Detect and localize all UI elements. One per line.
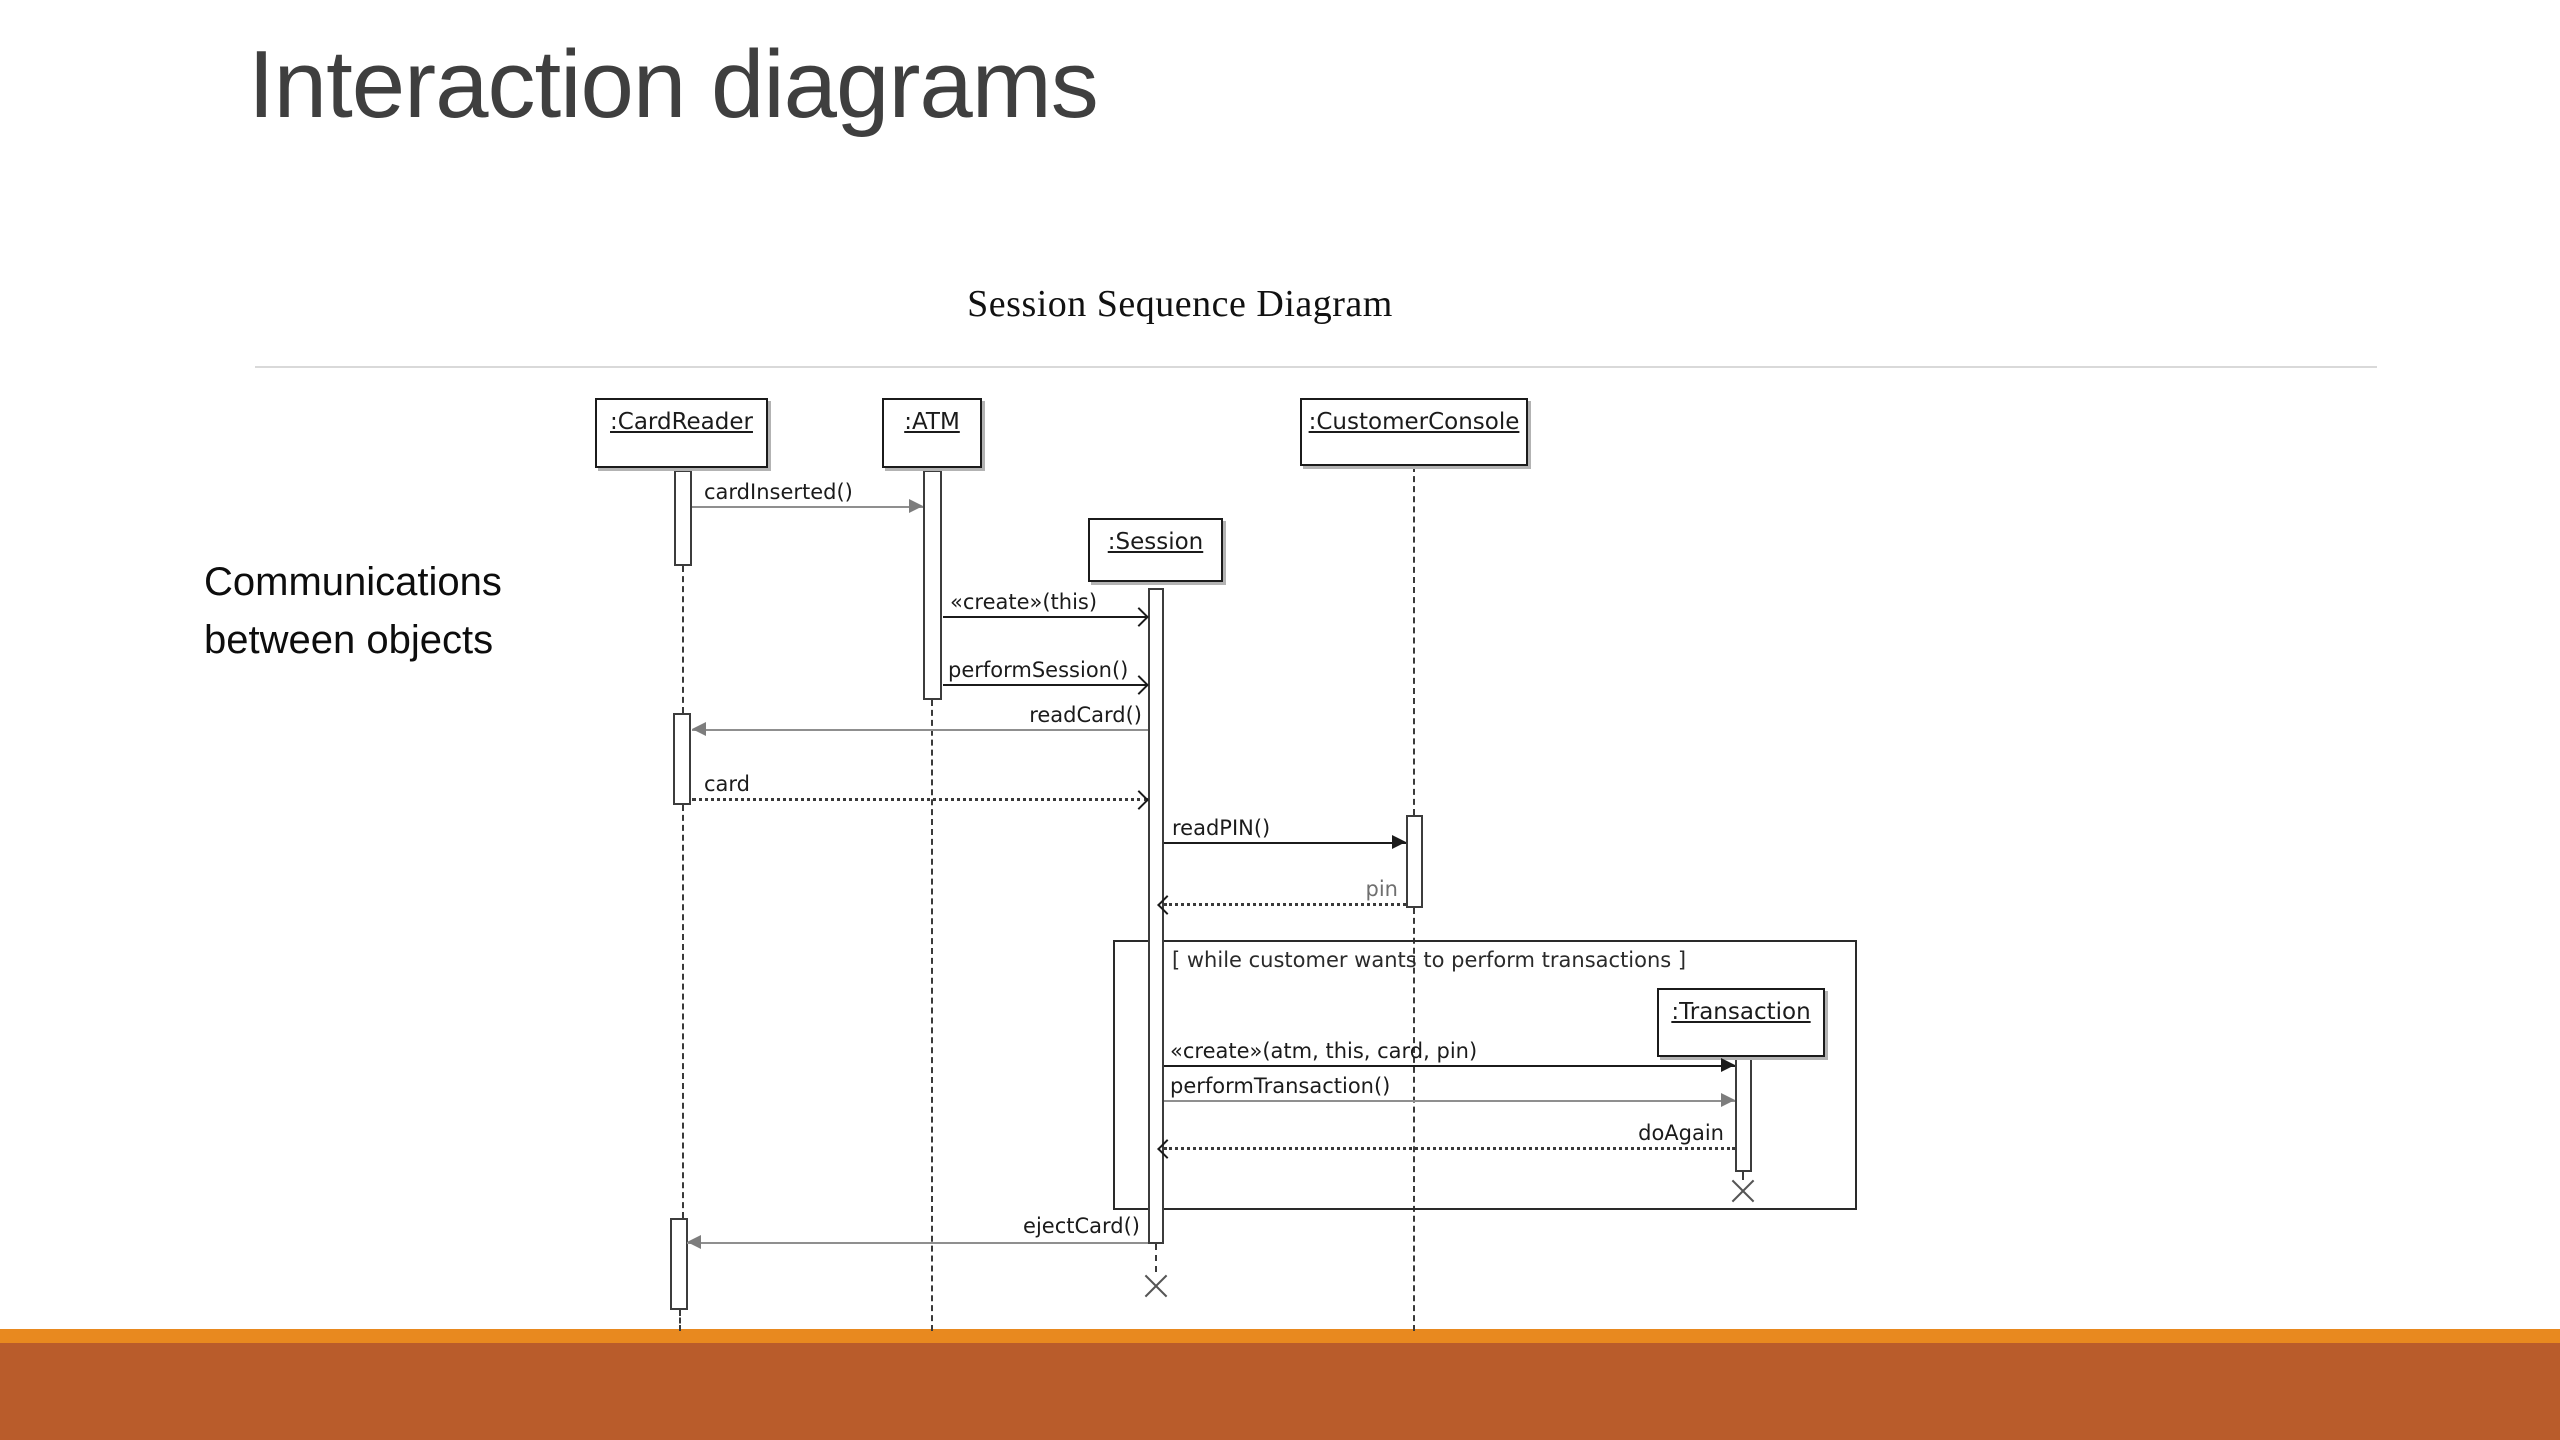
loop-frame — [1113, 940, 1857, 1210]
activation-cardreader-3 — [670, 1218, 688, 1310]
side-note: Communications between objects — [204, 553, 624, 669]
message-line-pin-return — [1164, 903, 1406, 906]
message-label: pin — [1365, 877, 1398, 901]
arrowhead-icon — [687, 1235, 701, 1249]
activation-cardreader-1 — [674, 470, 692, 566]
object-label-customerconsole: :CustomerConsole — [1308, 409, 1520, 435]
message-line-doagain-return — [1164, 1147, 1735, 1150]
object-box-cardreader: :CardReader — [595, 398, 768, 468]
activation-customerconsole — [1406, 815, 1423, 908]
object-box-transaction: :Transaction — [1657, 988, 1825, 1057]
side-note-line1: Communications — [204, 560, 502, 604]
arrowhead-icon — [909, 499, 923, 513]
divider-line — [255, 366, 2377, 368]
lifeline-cardreader — [679, 1310, 681, 1331]
lifeline-customerconsole — [1413, 908, 1415, 1331]
message-label: readPIN() — [1172, 816, 1271, 840]
page-title: Interaction diagrams — [248, 31, 1099, 138]
activation-cardreader-2 — [673, 713, 691, 805]
object-box-customerconsole: :CustomerConsole — [1300, 398, 1528, 466]
arrowhead-icon — [1392, 835, 1406, 849]
lifeline-session — [1155, 1244, 1157, 1272]
object-label-cardreader: :CardReader — [610, 409, 753, 435]
message-label: performSession() — [948, 658, 1129, 682]
message-line-readpin — [1164, 842, 1406, 844]
lifeline-cardreader — [682, 805, 684, 1218]
message-label: ejectCard() — [1023, 1214, 1140, 1238]
message-label: performTransaction() — [1170, 1074, 1391, 1098]
lifeline-customerconsole — [1413, 466, 1415, 815]
message-label: «create»(atm, this, card, pin) — [1170, 1039, 1478, 1063]
loop-condition: [ while customer wants to perform transa… — [1172, 948, 1687, 972]
arrowhead-icon — [1721, 1058, 1735, 1072]
lifeline-cardreader — [682, 566, 684, 713]
message-line-performtransaction — [1164, 1100, 1735, 1102]
accent-bar-bottom — [0, 1343, 2560, 1440]
destroy-x-icon-transaction — [1728, 1176, 1758, 1206]
accent-bar-top — [0, 1329, 2560, 1343]
arrowhead-icon — [1129, 607, 1149, 627]
object-label-atm: :ATM — [904, 409, 960, 435]
arrowhead-icon — [692, 722, 706, 736]
diagram-title: Session Sequence Diagram — [967, 283, 1393, 325]
activation-transaction — [1735, 1058, 1752, 1172]
side-note-line2: between objects — [204, 618, 494, 662]
message-label: card — [704, 772, 751, 796]
message-line-ejectcard — [687, 1242, 1148, 1244]
object-label-transaction: :Transaction — [1671, 999, 1811, 1025]
destroy-x-icon-session — [1141, 1271, 1171, 1301]
message-line-card-return — [692, 798, 1148, 801]
arrowhead-icon — [1129, 790, 1149, 810]
message-label: cardInserted() — [704, 480, 853, 504]
message-line-readcard — [692, 729, 1148, 731]
message-label: readCard() — [1029, 703, 1142, 727]
arrowhead-icon — [1721, 1093, 1735, 1107]
message-line-performsession — [943, 684, 1148, 686]
activation-session — [1148, 588, 1164, 1244]
activation-atm — [923, 470, 942, 700]
message-line-cardinserted — [692, 506, 923, 508]
message-line-create-transaction — [1164, 1065, 1735, 1067]
object-box-session: :Session — [1088, 518, 1223, 582]
object-box-atm: :ATM — [882, 398, 982, 468]
message-label: doAgain — [1638, 1121, 1724, 1145]
arrowhead-icon — [1129, 675, 1149, 695]
lifeline-atm — [931, 700, 933, 1331]
message-line-create-session — [943, 616, 1148, 618]
object-label-session: :Session — [1107, 529, 1204, 555]
message-label: «create»(this) — [950, 590, 1098, 614]
